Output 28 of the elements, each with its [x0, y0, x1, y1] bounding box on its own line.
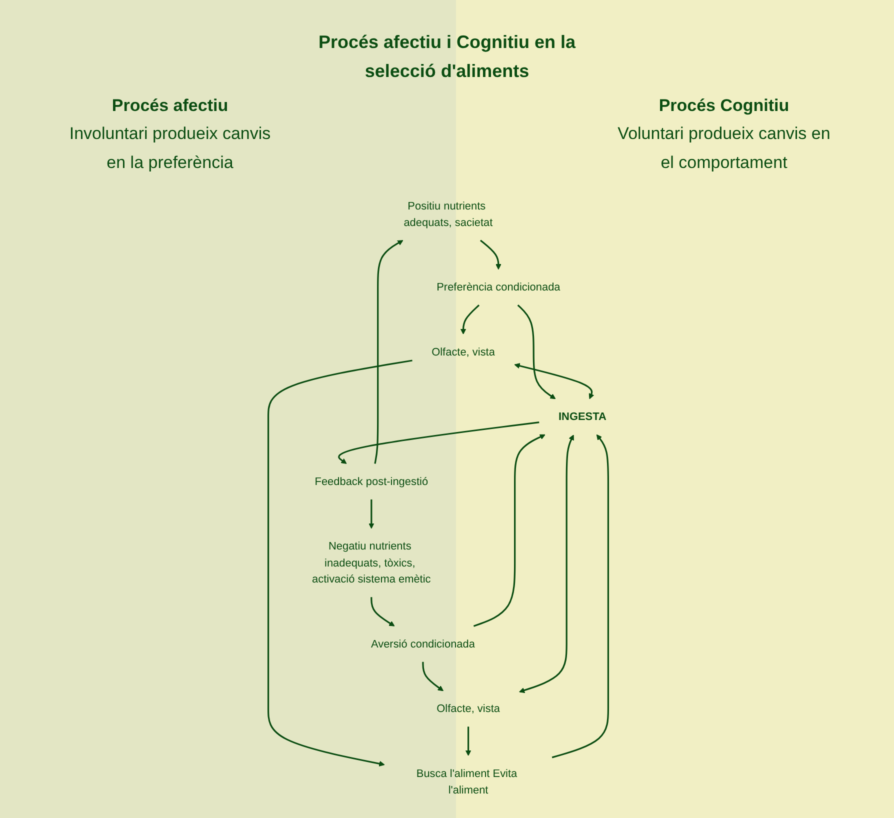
node-text: Negatiu nutrients inadequats, tòxics, activació sistema emètic: [312, 540, 431, 586]
arrow: [517, 304, 556, 400]
node-text: Positiu nutrients adequats, sacietat: [404, 200, 493, 229]
arrow: [480, 240, 502, 270]
arrow: [422, 662, 444, 692]
arrow: [514, 363, 594, 400]
diagram-title: Procés afectiu i Cognitiu en la selecció d'aliments: [317, 31, 577, 83]
node-text: Feedback post-ingestió: [314, 476, 428, 488]
section-heading: Procés afectiu: [110, 94, 230, 117]
arrow: [465, 726, 472, 756]
arrow: [460, 304, 480, 335]
node-text: Olfacte, vista: [432, 346, 495, 358]
arrow: [519, 434, 574, 694]
node-text: Aversió condicionada: [370, 638, 475, 650]
section-description: Involuntari produeix canvis en la preferència: [68, 123, 272, 174]
arrow: [368, 500, 374, 529]
arrow: [473, 434, 546, 628]
arrow: [267, 360, 412, 767]
arrow: [374, 240, 404, 464]
arrow: [370, 597, 395, 627]
section-description: Voluntari produeix canvis en el comportament: [616, 123, 832, 174]
node-text: INGESTA: [558, 410, 606, 424]
node-text: Busca l'aliment Evita l'aliment: [416, 768, 518, 796]
section-heading: Procés Cognitiu: [658, 94, 790, 117]
node-text: Preferència condicionada: [436, 281, 560, 294]
arrow: [552, 434, 610, 758]
arrow: [338, 422, 540, 464]
node-text: Olfacte, vista: [436, 702, 500, 715]
